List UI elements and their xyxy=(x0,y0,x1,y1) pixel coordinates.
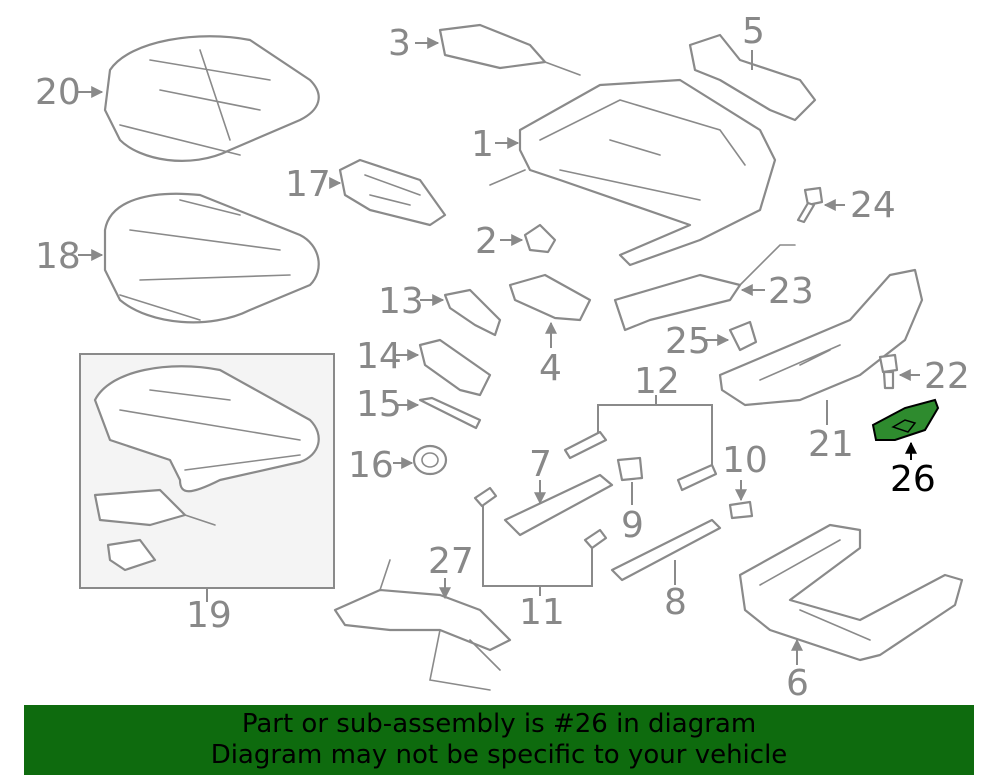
part-4-bracket xyxy=(508,273,592,322)
part-7-rail xyxy=(503,473,614,537)
banner-line-1: Part or sub-assembly is #26 in diagram xyxy=(241,709,757,739)
callout-10: 10 xyxy=(722,440,768,481)
info-banner: Part or sub-assembly is #26 in diagram D… xyxy=(24,705,974,775)
callout-27: 27 xyxy=(428,541,474,582)
callout-1: 1 xyxy=(471,124,494,165)
part-17-bracket xyxy=(338,158,447,227)
part-20-seat-cushion xyxy=(103,35,320,162)
callout-20: 20 xyxy=(35,72,81,113)
part-21-side-shield xyxy=(718,268,924,407)
part-2-clip xyxy=(523,223,557,254)
callout-8: 8 xyxy=(664,582,687,623)
callout-9: 9 xyxy=(621,505,644,546)
part-19-kit-contents xyxy=(93,365,320,572)
callout-19: 19 xyxy=(186,595,232,636)
callout-13: 13 xyxy=(378,281,424,322)
callout-14: 14 xyxy=(356,336,402,377)
part-8-rail xyxy=(610,518,722,582)
callout-2: 2 xyxy=(475,221,498,262)
part-18-cushion-pad xyxy=(103,192,320,324)
callout-7: 7 xyxy=(529,444,552,485)
callout-26: 26 xyxy=(890,459,936,500)
callout-22: 22 xyxy=(924,356,970,397)
callout-4: 4 xyxy=(539,348,562,389)
part-26-highlighted-cover xyxy=(871,398,940,441)
callout-12: 12 xyxy=(634,361,680,402)
part-24-bolt xyxy=(796,186,824,224)
callout-17: 17 xyxy=(285,164,331,205)
callout-23: 23 xyxy=(768,271,814,312)
part-16-ring xyxy=(412,444,448,476)
callout-6: 6 xyxy=(786,663,809,704)
callout-21: 21 xyxy=(808,424,854,465)
callout-25: 25 xyxy=(665,321,711,362)
part-25-clip xyxy=(728,320,758,352)
part-22-bolt xyxy=(878,353,899,390)
part-12-group xyxy=(563,395,718,492)
part-15-strip xyxy=(418,396,482,430)
banner-line-2: Diagram may not be specific to your vehi… xyxy=(210,740,788,770)
part-23-harness-bracket xyxy=(613,244,796,332)
callout-24: 24 xyxy=(850,185,896,226)
part-3-module xyxy=(438,23,581,76)
callout-3: 3 xyxy=(388,23,411,64)
part-9-clip xyxy=(616,456,644,482)
part-14-panel xyxy=(418,338,492,397)
callout-5: 5 xyxy=(742,11,765,52)
part-13-trim xyxy=(443,288,502,337)
part-27-wiring-harness xyxy=(333,559,512,691)
callout-15: 15 xyxy=(356,384,402,425)
callout-11: 11 xyxy=(519,592,565,633)
part-6-lower-frame xyxy=(738,523,964,662)
part-10-cap xyxy=(728,500,754,520)
callout-18: 18 xyxy=(35,236,81,277)
part-5-track-cover xyxy=(688,33,817,122)
part-1-seat-frame xyxy=(489,78,777,267)
callout-16: 16 xyxy=(348,445,394,486)
part-11-group xyxy=(473,486,608,596)
